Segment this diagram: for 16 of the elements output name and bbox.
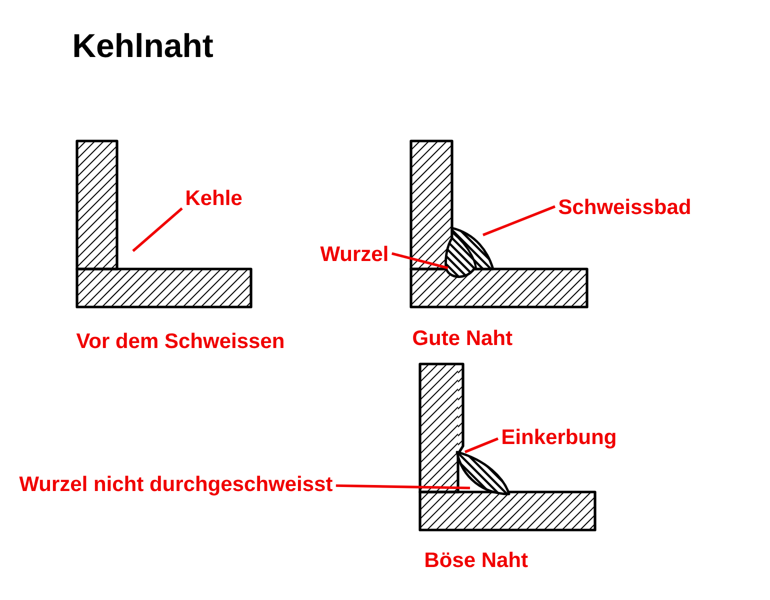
callout-label: Wurzel	[320, 246, 388, 262]
caption: Vor dem Schweissen	[76, 332, 284, 348]
callout-label: Wurzel nicht durchgeschweisst	[19, 476, 332, 496]
weld-bead-drawing	[456, 450, 510, 496]
title: Kehlnaht	[74, 33, 213, 58]
caption: Gute Naht	[413, 330, 512, 346]
callout-label: Einkerbung	[502, 428, 616, 448]
callout-label: Kehle	[186, 190, 242, 206]
leader-line	[336, 484, 470, 490]
weld-bead-drawing	[444, 226, 494, 278]
leader-line	[482, 205, 556, 236]
leader-line	[464, 437, 498, 454]
callout-label: Schweissbad	[558, 198, 690, 214]
leader-line	[132, 207, 183, 252]
leader-line	[392, 252, 448, 270]
caption: Böse Naht	[426, 552, 528, 568]
